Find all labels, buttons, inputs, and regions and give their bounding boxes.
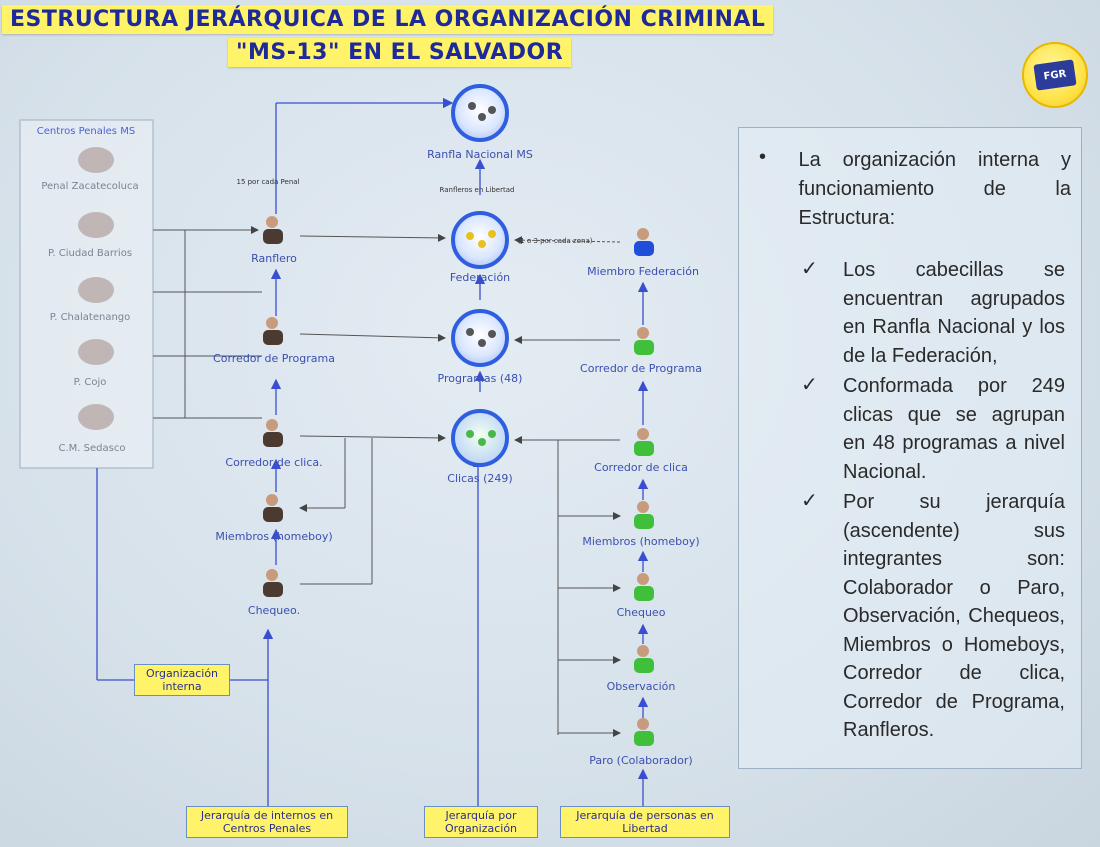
- penal-item-5: C.M. Sedasco: [59, 404, 126, 454]
- title-line-2: "MS-13" EN EL SALVADOR: [228, 38, 572, 67]
- node-label: Corredor de clica.: [225, 456, 322, 469]
- node-label: Corredor de Programa: [580, 362, 702, 375]
- penal-item-3: P. Chalatenango: [50, 277, 131, 323]
- box-jerarquia-internos: Jerarquía de internos en Centros Penales: [186, 806, 348, 838]
- penal-item-1: Penal Zacatecoluca: [41, 147, 139, 192]
- logo-text: FGR: [1042, 67, 1068, 83]
- checkmark-icon: ✓: [801, 374, 818, 396]
- node-label: Chequeo: [617, 606, 666, 619]
- right-to-center-links: [514, 236, 621, 737]
- checkmark-icon: ✓: [801, 258, 818, 280]
- node-corredor-programa-right: Corredor de Programa: [580, 327, 702, 375]
- label-por-cada-zona: (1 o 3 por cada zona): [518, 237, 593, 245]
- penal-label: P. Ciudad Barrios: [48, 248, 132, 259]
- node-federacion: Federación: [450, 211, 510, 284]
- penal-label: P. Chalatenango: [50, 312, 131, 323]
- node-corredor-programa-left: Corredor de Programa: [213, 317, 335, 365]
- node-label: Federación: [450, 271, 510, 284]
- node-ranflero: Ranflero: [251, 216, 297, 265]
- description-intro: • La organización interna y funcionamien…: [751, 146, 1071, 233]
- node-ranfla-nacional: Ranfla Nacional MS: [427, 84, 533, 161]
- node-label: Corredor de Programa: [213, 352, 335, 365]
- description-point-2: ✓ Conformada por 249 clicas que se agrup…: [801, 372, 1069, 486]
- point-text: Conformada por 249 clicas que se agrupan…: [843, 375, 1065, 483]
- point-text: Por su jerarquía (ascendente) sus integr…: [843, 491, 1065, 741]
- penales-connectors: [153, 226, 262, 419]
- hierarchy-diagram: Centros Penales MS Penal Zacatecoluca P.…: [19, 84, 702, 808]
- node-miembro-federacion: Miembro Federación: [587, 228, 699, 278]
- box-jerarquia-libertad: Jerarquía de personas en Libertad: [560, 806, 730, 838]
- box-text: Jerarquía de internos en Centros Penales: [200, 809, 334, 835]
- node-label: Miembros (homeboy): [582, 535, 699, 548]
- node-clicas: Clicas (249): [447, 409, 513, 485]
- node-label: Paro (Colaborador): [589, 754, 692, 767]
- description-panel: • La organización interna y funcionamien…: [738, 127, 1082, 769]
- node-chequeo-left: Chequeo.: [248, 569, 300, 617]
- description-point-3: ✓ Por su jerarquía (ascendente) sus inte…: [801, 488, 1069, 745]
- penal-label: C.M. Sedasco: [59, 443, 126, 454]
- node-observacion: Observación: [607, 645, 676, 693]
- org-interna-lines: [96, 456, 649, 808]
- node-label: Programas (48): [438, 372, 523, 385]
- node-label: Miembros (homeboy): [215, 530, 332, 543]
- node-label: Ranflero: [251, 252, 297, 265]
- node-miembros-right: Miembros (homeboy): [582, 501, 700, 548]
- penal-label: Penal Zacatecoluca: [41, 181, 138, 192]
- intro-text: La organización interna y funcionamiento…: [798, 149, 1072, 229]
- node-label: Clicas (249): [447, 472, 512, 485]
- box-text: Organización interna: [145, 667, 219, 693]
- box-text: Jerarquía de personas en Libertad: [576, 809, 714, 835]
- node-corredor-clica-left: Corredor de clica.: [225, 419, 323, 469]
- node-chequeo-right: Chequeo: [617, 573, 666, 619]
- checkmark-icon: ✓: [801, 490, 818, 512]
- node-programas: Programas (48): [438, 309, 523, 385]
- penal-item-4: P. Cojo: [74, 339, 114, 388]
- node-label: Miembro Federación: [587, 265, 699, 278]
- box-text: Jerarquía por Organización: [444, 809, 518, 835]
- description-point-1: ✓ Los cabecillas se encuentran agrupados…: [801, 256, 1069, 370]
- label-ranfleros-libertad: Ranfleros en Libertad: [440, 186, 515, 194]
- node-miembros-left: Miembros (homeboy): [215, 494, 333, 543]
- box-jerarquia-organizacion: Jerarquía por Organización: [424, 806, 538, 838]
- node-label: Observación: [607, 680, 676, 693]
- bullet-dot-icon: •: [759, 146, 767, 168]
- node-label: Ranfla Nacional MS: [427, 148, 533, 161]
- left-column-arrows: [270, 97, 454, 565]
- label-por-penal: 15 por cada Penal: [236, 178, 299, 186]
- node-label: Corredor de clica: [594, 461, 688, 474]
- penal-item-2: P. Ciudad Barrios: [48, 212, 132, 259]
- penales-header: Centros Penales MS: [37, 126, 135, 137]
- left-to-center-links: [299, 233, 446, 585]
- point-text: Los cabecillas se encuentran agrupados e…: [843, 259, 1065, 367]
- penal-label: P. Cojo: [74, 377, 107, 388]
- node-paro: Paro (Colaborador): [589, 718, 693, 767]
- node-corredor-clica-right: Corredor de clica: [594, 428, 688, 474]
- shield-logo-icon: FGR: [1022, 42, 1088, 108]
- title-line-1: ESTRUCTURA JERÁRQUICA DE LA ORGANIZACIÓN…: [2, 5, 774, 34]
- box-organizacion-interna: Organización interna: [134, 664, 230, 696]
- node-label: Chequeo.: [248, 604, 300, 617]
